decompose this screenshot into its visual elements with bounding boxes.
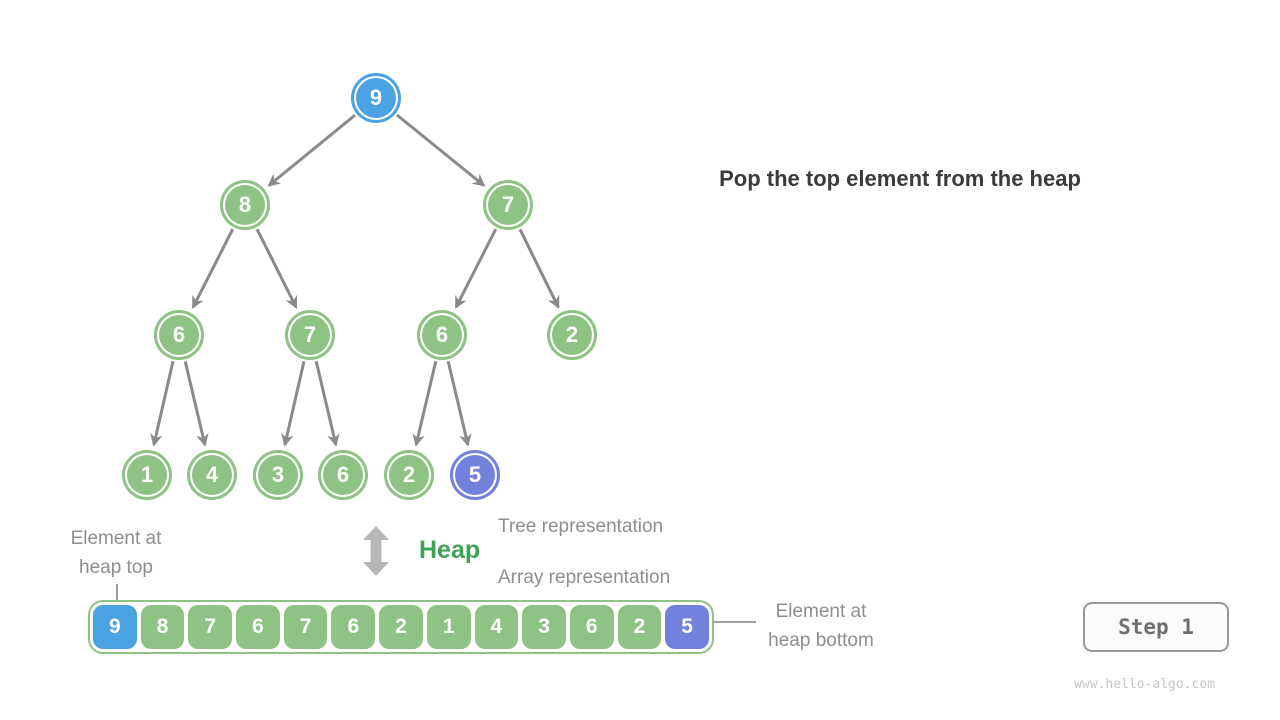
tree-edge [412, 360, 438, 447]
tree-edge [314, 360, 340, 447]
array-cell: 2 [617, 605, 662, 649]
tree-node-normal: 2 [547, 310, 597, 360]
tree-edge [267, 113, 357, 187]
array-cell: 7 [283, 605, 328, 649]
watermark: www.hello-algo.com [1074, 677, 1215, 692]
array-cell: 4 [474, 605, 519, 649]
tree-node-normal: 6 [318, 450, 368, 500]
tree-node-normal: 2 [384, 450, 434, 500]
array-cell: 8 [140, 605, 185, 649]
array-cell: 6 [236, 605, 280, 649]
tree-edge [518, 228, 560, 309]
array-cell: 6 [569, 605, 614, 649]
tree-node-normal: 7 [285, 310, 335, 360]
tree-edge [446, 360, 472, 447]
array-cell: 2 [379, 605, 423, 649]
up-down-arrow-icon [363, 526, 389, 576]
tree-node-normal: 3 [253, 450, 303, 500]
tree-node-normal: 6 [154, 310, 204, 360]
array-cell: 5 [665, 605, 709, 649]
array-representation-label: Array representation [498, 567, 671, 588]
array-cell: 3 [522, 605, 566, 649]
tree-node-normal: 1 [122, 450, 172, 500]
tree-edge [281, 360, 306, 447]
tree-edge [191, 228, 235, 310]
tree-node-normal: 7 [483, 180, 533, 230]
tree-edge [255, 228, 298, 309]
tree-representation-label: Tree representation [498, 516, 664, 537]
heap-bottom-connector-line [714, 621, 756, 623]
array-cell: 1 [426, 605, 471, 649]
page-title: Pop the top element from the heap [719, 166, 1081, 191]
tree-node-top: 9 [351, 73, 401, 123]
heap-top-label: Element at heap top [70, 528, 162, 578]
tree-edge [150, 360, 175, 447]
tree-node-bottom: 5 [450, 450, 500, 500]
tree-node-normal: 6 [417, 310, 467, 360]
tree-node-normal: 4 [187, 450, 237, 500]
array-cell: 7 [188, 605, 233, 649]
heap-label: Heap [419, 536, 481, 564]
step-badge: Step 1 [1083, 602, 1229, 652]
array-cell: 9 [93, 605, 137, 649]
tree-edge [183, 360, 209, 447]
heap-top-connector-line [116, 584, 118, 602]
tree-edge [454, 228, 498, 310]
array-cell: 6 [331, 605, 376, 649]
tree-node-normal: 8 [220, 180, 270, 230]
tree-edge [396, 113, 486, 187]
heap-bottom-label: Element at heap bottom [768, 601, 874, 651]
